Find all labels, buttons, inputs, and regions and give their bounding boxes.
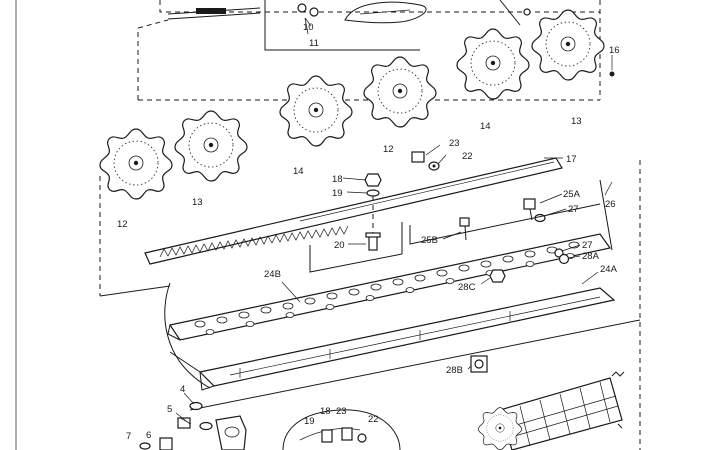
label-12-right: 12 xyxy=(383,144,394,155)
label-28A: 28A xyxy=(582,251,600,262)
label-17: 17 xyxy=(566,154,577,165)
label-24A: 24A xyxy=(600,264,618,275)
label-27-lower: 27 xyxy=(582,240,593,251)
label-25A: 25A xyxy=(563,189,581,200)
upper-plate xyxy=(309,222,403,273)
label-7: 7 xyxy=(126,431,131,442)
sprocket-14-left xyxy=(279,75,353,147)
sprocket-12-right xyxy=(363,56,437,128)
label-6: 6 xyxy=(146,430,151,441)
label-14-left: 14 xyxy=(293,166,304,177)
label-13-left: 13 xyxy=(192,197,203,208)
detail-inset xyxy=(282,409,401,450)
lower-hardware xyxy=(139,401,247,450)
bolt-assembly-20 xyxy=(364,173,382,251)
label-5: 5 xyxy=(167,404,172,415)
knife-bar xyxy=(144,157,563,265)
sprocket-13-right xyxy=(531,9,605,81)
drive-shaft xyxy=(167,3,319,35)
label-20: 20 xyxy=(334,240,345,251)
label-18-inset: 18 xyxy=(320,406,331,417)
label-4: 4 xyxy=(180,384,185,395)
label-13-right: 13 xyxy=(571,116,582,127)
sprocket-14-right xyxy=(456,28,530,100)
leader-curve xyxy=(164,282,211,389)
label-14-right: 14 xyxy=(480,121,491,132)
label-24B: 24B xyxy=(264,269,281,280)
lower-frame-line xyxy=(189,319,641,411)
nut-28A xyxy=(554,248,570,265)
sprocket-12-left xyxy=(99,128,173,200)
label-16: 16 xyxy=(609,45,620,56)
bolt-25B xyxy=(459,217,470,241)
label-23-inset: 23 xyxy=(336,406,347,417)
label-25B: 25B xyxy=(421,235,438,246)
label-28C: 28C xyxy=(458,282,476,293)
label-12-left: 12 xyxy=(117,219,128,230)
nut-28C xyxy=(489,269,506,283)
bolt-assembly-22-23 xyxy=(411,151,440,171)
callout-labels: 10 11 16 12 14 13 12 14 13 23 22 17 18 1… xyxy=(117,22,620,442)
label-27-upper: 27 xyxy=(568,204,579,215)
label-22-inset: 22 xyxy=(368,414,379,425)
channel-bar-24A xyxy=(169,287,616,391)
sprocket-13-left xyxy=(174,110,248,182)
label-11: 11 xyxy=(309,38,319,49)
perforated-plate-24B xyxy=(167,203,612,341)
housing-outline xyxy=(99,160,641,450)
bracket-28B xyxy=(470,355,488,373)
rotor-drum xyxy=(478,371,625,450)
label-28B: 28B xyxy=(446,365,463,376)
chain-guide xyxy=(344,0,531,26)
label-26: 26 xyxy=(605,199,616,210)
label-22: 22 xyxy=(462,151,473,162)
label-18: 18 xyxy=(332,174,343,185)
label-19-inset: 19 xyxy=(304,416,315,427)
leader-lines xyxy=(175,17,613,425)
label-19: 19 xyxy=(332,188,343,199)
label-23: 23 xyxy=(449,138,460,149)
part-16-nut xyxy=(609,71,615,77)
label-10: 10 xyxy=(303,22,314,33)
